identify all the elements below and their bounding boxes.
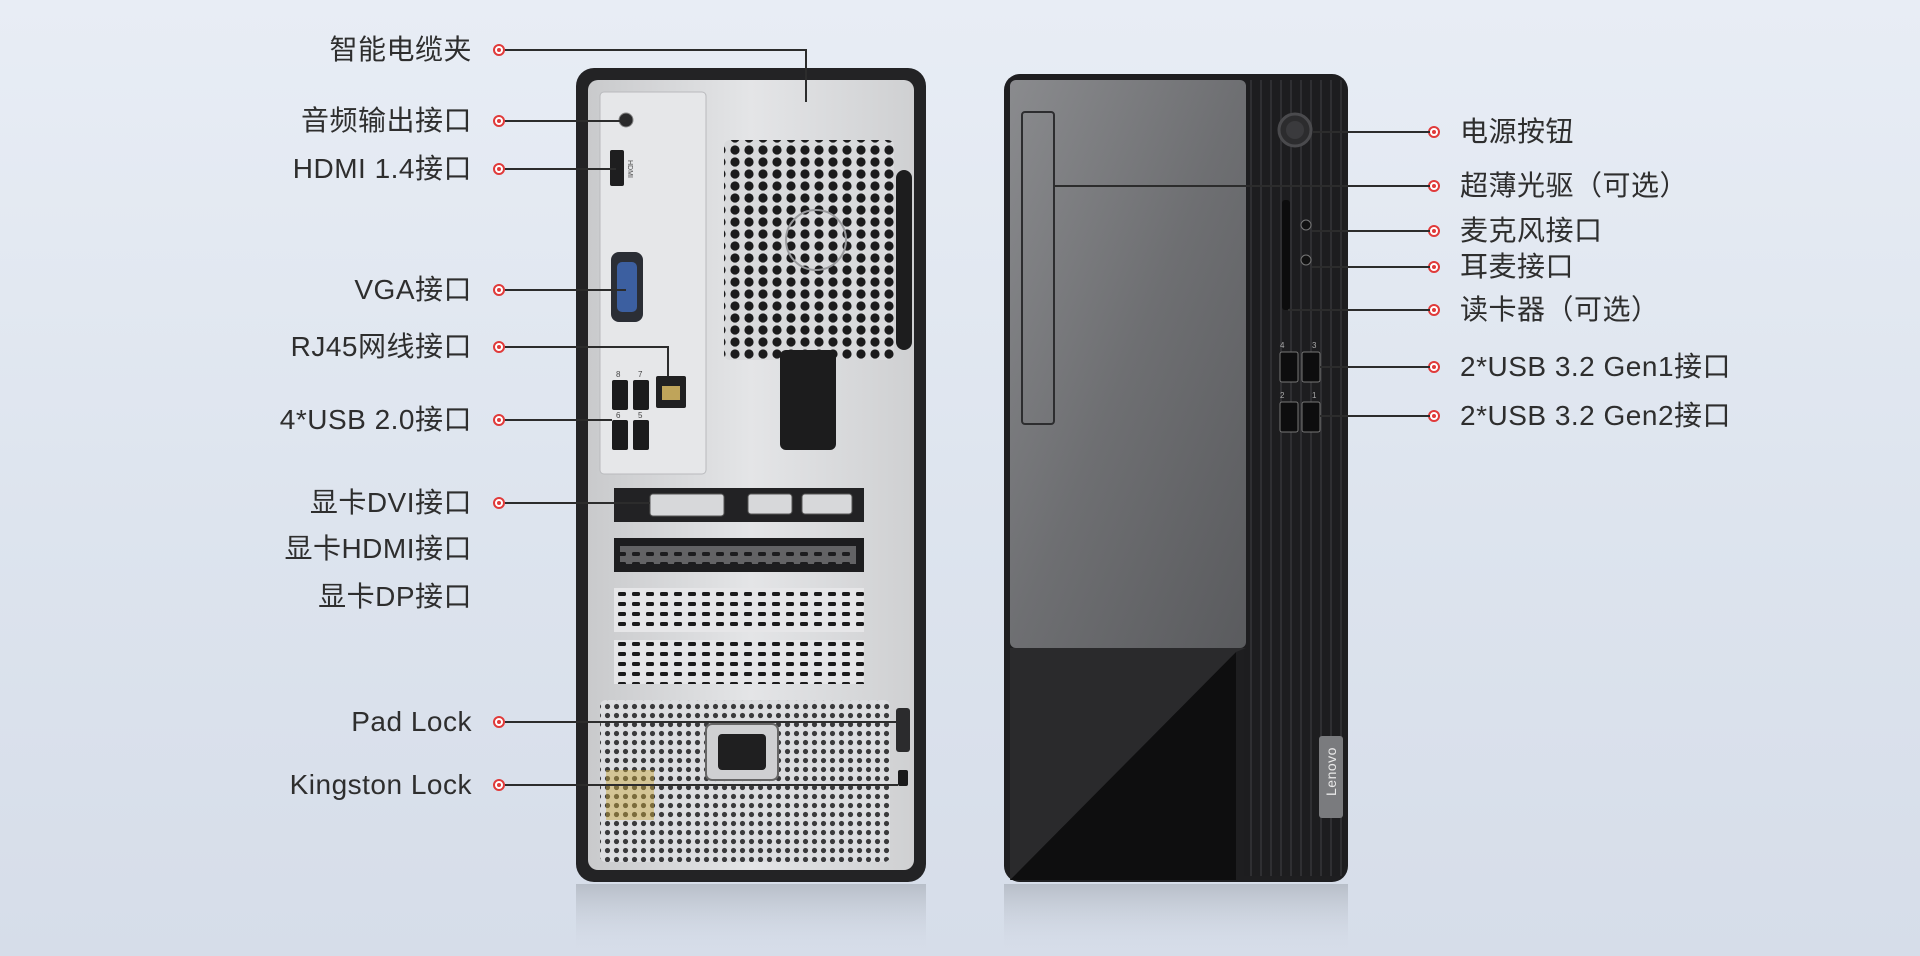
- fan-grille: [724, 140, 894, 360]
- usb-number-label: 6: [616, 411, 621, 420]
- label-headset: 耳麦接口: [1460, 251, 1575, 282]
- label-gpu-hdmi: 显卡HDMI接口: [284, 533, 472, 564]
- optical-drive-bay: [1021, 111, 1055, 425]
- label-hdmi-14: HDMI 1.4接口: [292, 153, 472, 184]
- gpu-hdmi-port: [747, 493, 793, 515]
- usb-number-label: 8: [616, 370, 621, 379]
- callout-dot: [493, 497, 505, 509]
- pad-lock-loop: [896, 708, 910, 752]
- hdmi-port: [610, 150, 624, 186]
- usb-gen1-port: [1301, 351, 1321, 383]
- usb-number-label: 7: [638, 370, 643, 379]
- label-rj45: RJ45网线接口: [290, 331, 472, 362]
- label-kingston-lock: Kingston Lock: [289, 769, 472, 800]
- usb20-port: [612, 420, 628, 450]
- label-usb20: 4*USB 2.0接口: [279, 404, 472, 435]
- label-vga: VGA接口: [354, 274, 472, 305]
- gpu-dvi-port: [649, 493, 725, 517]
- brand-badge: [1319, 736, 1343, 818]
- callout-dot: [493, 341, 505, 353]
- hdmi-port-label: HDMI: [626, 160, 633, 178]
- usb-gen2-port: [1301, 401, 1321, 433]
- usb20-port: [633, 420, 649, 450]
- callout-dot: [493, 163, 505, 175]
- brand-logo-text: Lenovo: [1323, 747, 1339, 796]
- label-power-button: 电源按钮: [1460, 116, 1575, 147]
- usb-number-label: 4: [1280, 341, 1285, 350]
- label-mic: 麦克风接口: [1460, 215, 1603, 246]
- callout-dot: [493, 115, 505, 127]
- usb20-port: [612, 380, 628, 410]
- callout-dot: [493, 779, 505, 791]
- gpu-dp-port: [801, 493, 853, 515]
- usb-number-label: 2: [1280, 391, 1285, 400]
- label-card-reader: 读卡器（可选）: [1460, 294, 1660, 325]
- card-reader-slot: [1282, 200, 1290, 310]
- label-gpu-dp: 显卡DP接口: [318, 581, 472, 612]
- label-usb-gen1: 2*USB 3.2 Gen1接口: [1460, 351, 1732, 382]
- label-usb-gen2: 2*USB 3.2 Gen2接口: [1460, 400, 1732, 431]
- usb20-port: [633, 380, 649, 410]
- usb-number-label: 3: [1312, 341, 1317, 350]
- callout-dot: [493, 44, 505, 56]
- callout-dot: [493, 716, 505, 728]
- callout-dot: [493, 414, 505, 426]
- label-optical-drive: 超薄光驱（可选）: [1460, 170, 1689, 201]
- front-gray-panel: [1010, 80, 1246, 648]
- kingston-lock-slot: [898, 770, 908, 786]
- headset-jack: [1300, 254, 1312, 266]
- usb-number-label: 1: [1312, 391, 1317, 400]
- label-pad-lock: Pad Lock: [351, 706, 472, 737]
- mic-jack: [1300, 219, 1312, 231]
- label-gpu-dvi: 显卡DVI接口: [309, 487, 472, 518]
- cable-clip: [780, 350, 836, 450]
- label-audio-out: 音频输出接口: [300, 105, 472, 136]
- label-cable-clip: 智能电缆夹: [329, 34, 472, 65]
- usb-number-label: 5: [638, 411, 643, 420]
- callout-dot: [493, 284, 505, 296]
- usb-gen2-port: [1279, 401, 1299, 433]
- usb-gen1-port: [1279, 351, 1299, 383]
